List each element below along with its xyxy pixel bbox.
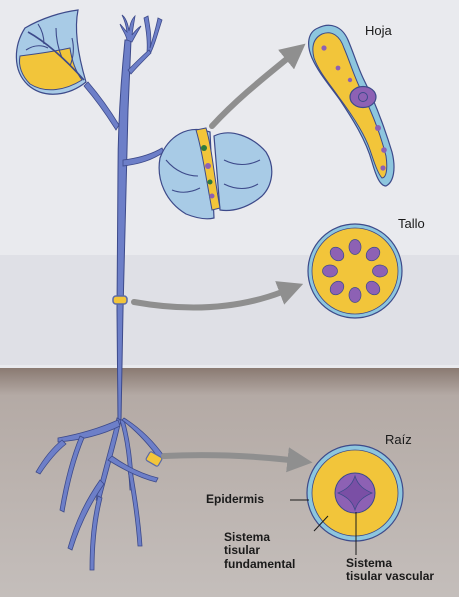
ground-tissue-label-line-1: Sistema [224,531,295,544]
ground-tissue-label: Sistema tisular fundamental [224,531,295,571]
epidermis-label: Epidermis [206,493,264,506]
vascular-tissue-label-line-1: Sistema [346,557,434,570]
root-cross-section [307,445,403,541]
ground-tissue-label-line-3: fundamental [224,558,295,571]
stem-cross-section [308,224,402,318]
vascular-tissue-label: Sistema tisular vascular [346,557,434,584]
ground-tissue-label-line-2: tisular [224,544,295,557]
stem-cut-ring [113,296,127,304]
root-label: Raíz [385,433,412,448]
stem-label: Tallo [398,217,425,232]
leaf-label: Hoja [365,24,392,39]
vascular-tissue-label-line-2: tisular vascular [346,570,434,583]
